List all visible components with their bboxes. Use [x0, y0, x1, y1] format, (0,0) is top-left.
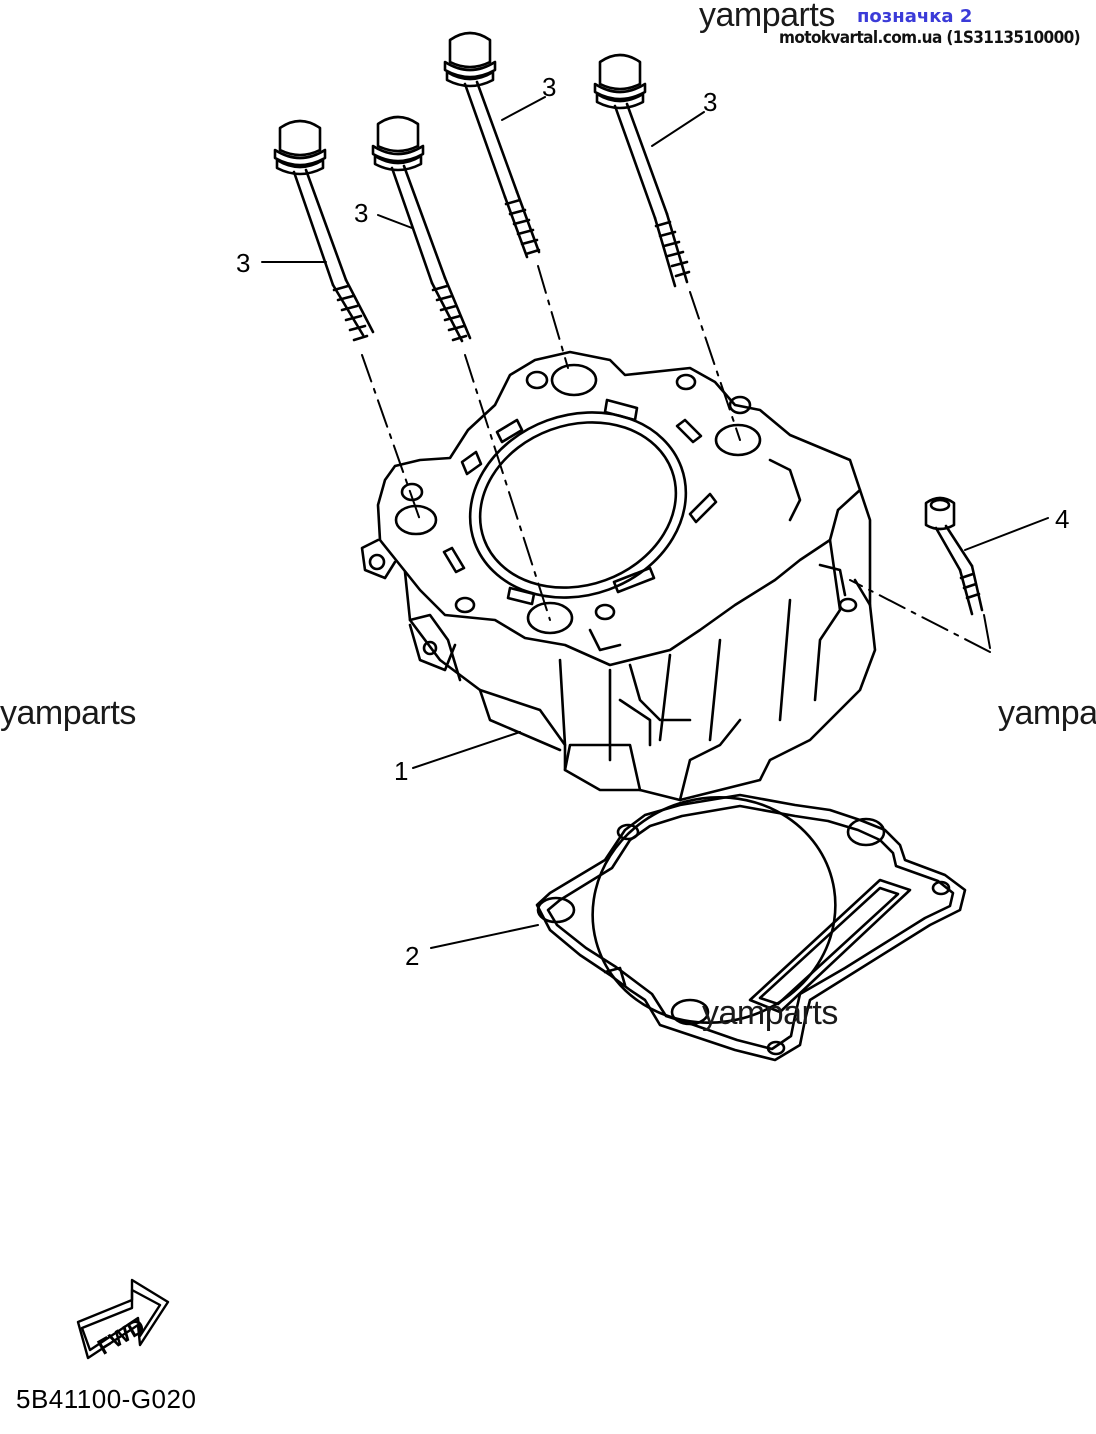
- watermark-bottom: yamparts: [702, 994, 838, 1032]
- callout-3-bolt-1: 3: [236, 248, 250, 278]
- small-bolt: [849, 496, 991, 653]
- callout-3-bolt-3: 3: [542, 72, 556, 102]
- cylinder-bolt-1: [273, 119, 421, 521]
- callout-4-small-bolt: 4: [1055, 504, 1069, 534]
- cylinder-gasket: [535, 793, 967, 1062]
- fwd-arrow-icon: [76, 1278, 170, 1360]
- cylinder-bolt-3: [443, 31, 569, 369]
- callout-3-bolt-4: 3: [703, 87, 717, 117]
- callout-1-cylinder: 1: [394, 756, 408, 786]
- cylinder-body: [360, 350, 877, 802]
- callout-2-gasket: 2: [405, 941, 419, 971]
- cylinder-bolt-4: [593, 53, 741, 441]
- watermark-top: yamparts: [699, 0, 835, 34]
- leader-lines: [261, 96, 1049, 949]
- watermark-right: yamparts: [998, 694, 1096, 732]
- callout-3-bolt-2: 3: [354, 198, 368, 228]
- watermark-left: yamparts: [0, 694, 136, 732]
- diagram-code: 5B41100-G020: [16, 1384, 197, 1414]
- cylinder-bolt-2: [371, 115, 551, 621]
- label-badge: позначка 2: [857, 6, 973, 27]
- site-reference: motokvartal.com.ua (1S3113510000): [779, 28, 1081, 48]
